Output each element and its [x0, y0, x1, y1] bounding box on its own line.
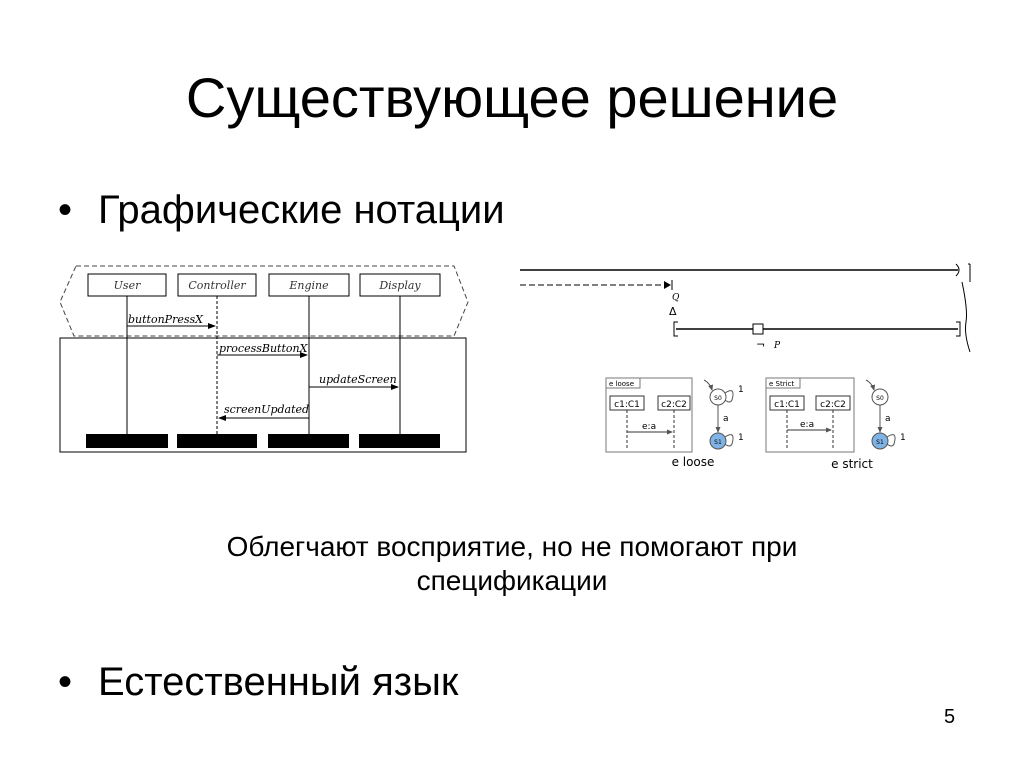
interval-label-p: P — [773, 341, 781, 351]
state-label: S0 — [714, 395, 722, 402]
state-label: S1 — [876, 439, 884, 446]
state-label: S0 — [876, 395, 884, 402]
loose-caption: e loose — [672, 455, 715, 469]
message-label: e:a — [800, 420, 814, 430]
bullet-text: Естественный язык — [98, 660, 459, 704]
loop-label: 1 — [738, 433, 744, 443]
loose-tab-label: e loose — [609, 380, 634, 388]
bullet-text: Графические нотации — [98, 188, 505, 232]
page-number: 5 — [944, 706, 956, 728]
strict-panel: e Strict c1:C1 c2:C2 e:a S0 S1 a 1 e str… — [765, 377, 906, 471]
loop-label: 1 — [738, 385, 744, 395]
slide-title: Существующее решение — [185, 66, 839, 129]
lifeline-controller-label: Controller — [188, 279, 246, 292]
lifeline-display-label: Display — [378, 279, 421, 292]
transition-label: a — [885, 414, 891, 424]
message-label: screenUpdated — [224, 403, 309, 416]
state-diagrams: e loose c1:C1 c2:C2 e:a S0 S1 a 1 1 e lo… — [605, 377, 906, 471]
message-label: processButtonX — [219, 342, 309, 355]
message-label: updateScreen — [319, 373, 397, 386]
not-symbol: ¬ — [756, 338, 765, 351]
interval-label-q: Q — [672, 293, 680, 303]
object-label: c2:C2 — [820, 400, 846, 410]
sequence-diagram: User Controller Engine Display buttonPre… — [59, 265, 469, 453]
loose-panel: e loose c1:C1 c2:C2 e:a S0 S1 a 1 1 e lo… — [605, 377, 744, 469]
bullet-graphic-notations: • Графические нотации — [58, 186, 505, 234]
triangle-symbol: Δ — [669, 305, 677, 318]
message-label: e:a — [642, 422, 656, 432]
strict-caption: e strict — [831, 457, 873, 471]
message-label: buttonPressX — [128, 313, 204, 326]
dashed-frame — [59, 265, 469, 337]
lifeline-user-label: User — [114, 279, 141, 292]
caption-line: Облегчают восприятие, но не помогают при — [226, 531, 798, 562]
strict-tab-label: e Strict — [769, 380, 794, 388]
loop-label: 1 — [900, 433, 906, 443]
object-label: c2:C2 — [661, 400, 687, 410]
object-label: c1:C1 — [614, 400, 640, 410]
caption: Облегчают восприятие, но не помогают при… — [100, 530, 924, 598]
bullet-natural-language: • Естественный язык — [58, 658, 458, 706]
timing-diagram: Q Δ ¬ P — [520, 263, 971, 353]
caption-line: спецификации — [416, 565, 608, 596]
bullet-dot: • — [58, 660, 73, 704]
object-label: c1:C1 — [774, 400, 800, 410]
transition-label: a — [723, 414, 729, 424]
bullet-dot: • — [58, 188, 73, 232]
state-label: S1 — [714, 439, 722, 446]
lifeline-engine-label: Engine — [288, 279, 329, 292]
